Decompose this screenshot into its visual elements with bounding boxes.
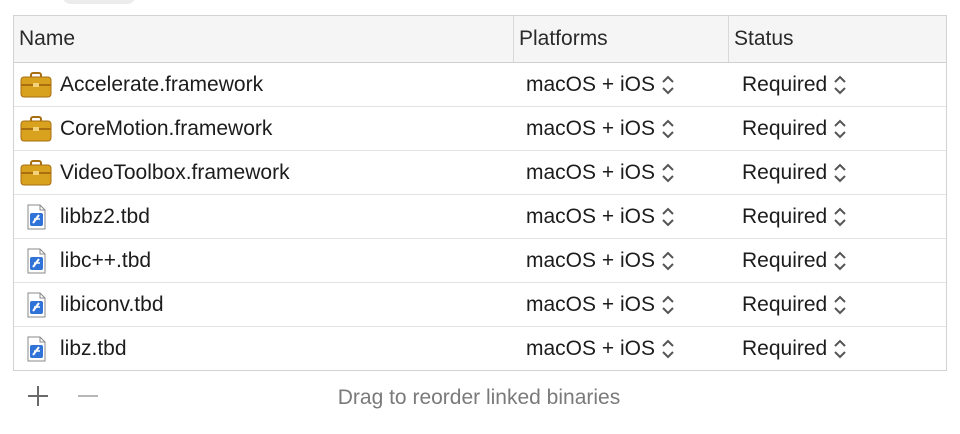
status-value: Required bbox=[742, 204, 828, 228]
tbd-file-icon bbox=[20, 292, 52, 318]
up-down-chevron-icon bbox=[833, 118, 847, 140]
platforms-popup[interactable]: macOS + iOS bbox=[514, 293, 729, 317]
file-name: libbz2.tbd bbox=[60, 204, 150, 228]
platforms-value: macOS + iOS bbox=[526, 336, 655, 360]
status-value: Required bbox=[742, 248, 828, 272]
name-cell: libbz2.tbd bbox=[14, 204, 514, 230]
up-down-chevron-icon bbox=[833, 206, 847, 228]
name-cell: Accelerate.framework bbox=[14, 71, 514, 98]
file-name: Accelerate.framework bbox=[60, 72, 264, 96]
file-name: libiconv.tbd bbox=[60, 292, 164, 316]
framework-toolbox-icon bbox=[20, 71, 52, 98]
table-footer: Drag to reorder linked binaries bbox=[13, 373, 945, 423]
name-cell: VideoToolbox.framework bbox=[14, 159, 514, 186]
up-down-chevron-icon bbox=[833, 74, 847, 96]
up-down-chevron-icon bbox=[661, 162, 675, 184]
file-name: libz.tbd bbox=[60, 336, 127, 360]
tbd-file-icon bbox=[20, 248, 52, 274]
platforms-value: macOS + iOS bbox=[526, 204, 655, 228]
window-edge-shadow bbox=[62, 0, 136, 4]
status-value: Required bbox=[742, 160, 828, 184]
status-popup[interactable]: Required bbox=[729, 293, 946, 317]
name-cell: libc++.tbd bbox=[14, 248, 514, 274]
table-row[interactable]: libiconv.tbd macOS + iOS Required bbox=[14, 283, 946, 327]
platforms-popup[interactable]: macOS + iOS bbox=[514, 73, 729, 97]
platforms-value: macOS + iOS bbox=[526, 160, 655, 184]
status-value: Required bbox=[742, 336, 828, 360]
table-row[interactable]: Accelerate.framework macOS + iOS Require… bbox=[14, 63, 946, 107]
column-header-name[interactable]: Name bbox=[14, 16, 514, 62]
file-name: libc++.tbd bbox=[60, 248, 152, 272]
remove-button[interactable] bbox=[63, 373, 113, 423]
platforms-value: macOS + iOS bbox=[526, 72, 655, 96]
status-popup[interactable]: Required bbox=[729, 73, 946, 97]
footer-hint-text: Drag to reorder linked binaries bbox=[337, 386, 621, 409]
up-down-chevron-icon bbox=[661, 338, 675, 360]
status-popup[interactable]: Required bbox=[729, 117, 946, 141]
column-header-status[interactable]: Status bbox=[734, 27, 794, 50]
up-down-chevron-icon bbox=[661, 294, 675, 316]
file-name: VideoToolbox.framework bbox=[60, 160, 290, 184]
up-down-chevron-icon bbox=[661, 206, 675, 228]
framework-toolbox-icon bbox=[20, 115, 52, 142]
table-row[interactable]: libz.tbd macOS + iOS Required bbox=[14, 327, 946, 371]
up-down-chevron-icon bbox=[661, 74, 675, 96]
up-down-chevron-icon bbox=[833, 162, 847, 184]
table-row[interactable]: libbz2.tbd macOS + iOS Required bbox=[14, 195, 946, 239]
minus-icon bbox=[76, 384, 100, 413]
linked-binaries-table: Name Platforms Status Accelerate.framewo… bbox=[13, 15, 947, 371]
plus-icon bbox=[26, 384, 50, 413]
up-down-chevron-icon bbox=[833, 338, 847, 360]
add-button[interactable] bbox=[13, 373, 63, 423]
platforms-value: macOS + iOS bbox=[526, 292, 655, 316]
up-down-chevron-icon bbox=[661, 250, 675, 272]
column-header-platforms[interactable]: Platforms bbox=[514, 16, 729, 62]
tbd-file-icon bbox=[20, 204, 52, 230]
name-cell: libz.tbd bbox=[14, 336, 514, 362]
platforms-popup[interactable]: macOS + iOS bbox=[514, 337, 729, 361]
table-row[interactable]: CoreMotion.framework macOS + iOS Require… bbox=[14, 107, 946, 151]
tbd-file-icon bbox=[20, 336, 52, 362]
up-down-chevron-icon bbox=[833, 294, 847, 316]
status-value: Required bbox=[742, 116, 828, 140]
platforms-popup[interactable]: macOS + iOS bbox=[514, 249, 729, 273]
table-row[interactable]: VideoToolbox.framework macOS + iOS Requi… bbox=[14, 151, 946, 195]
table-header: Name Platforms Status bbox=[14, 16, 946, 63]
status-popup[interactable]: Required bbox=[729, 205, 946, 229]
up-down-chevron-icon bbox=[833, 250, 847, 272]
platforms-popup[interactable]: macOS + iOS bbox=[514, 161, 729, 185]
name-cell: CoreMotion.framework bbox=[14, 115, 514, 142]
status-popup[interactable]: Required bbox=[729, 249, 946, 273]
status-popup[interactable]: Required bbox=[729, 161, 946, 185]
platforms-popup[interactable]: macOS + iOS bbox=[514, 205, 729, 229]
status-popup[interactable]: Required bbox=[729, 337, 946, 361]
name-cell: libiconv.tbd bbox=[14, 292, 514, 318]
platforms-value: macOS + iOS bbox=[526, 116, 655, 140]
status-value: Required bbox=[742, 72, 828, 96]
table-row[interactable]: libc++.tbd macOS + iOS Required bbox=[14, 239, 946, 283]
file-name: CoreMotion.framework bbox=[60, 116, 273, 140]
platforms-value: macOS + iOS bbox=[526, 248, 655, 272]
status-value: Required bbox=[742, 292, 828, 316]
platforms-popup[interactable]: macOS + iOS bbox=[514, 117, 729, 141]
framework-toolbox-icon bbox=[20, 159, 52, 186]
up-down-chevron-icon bbox=[661, 118, 675, 140]
